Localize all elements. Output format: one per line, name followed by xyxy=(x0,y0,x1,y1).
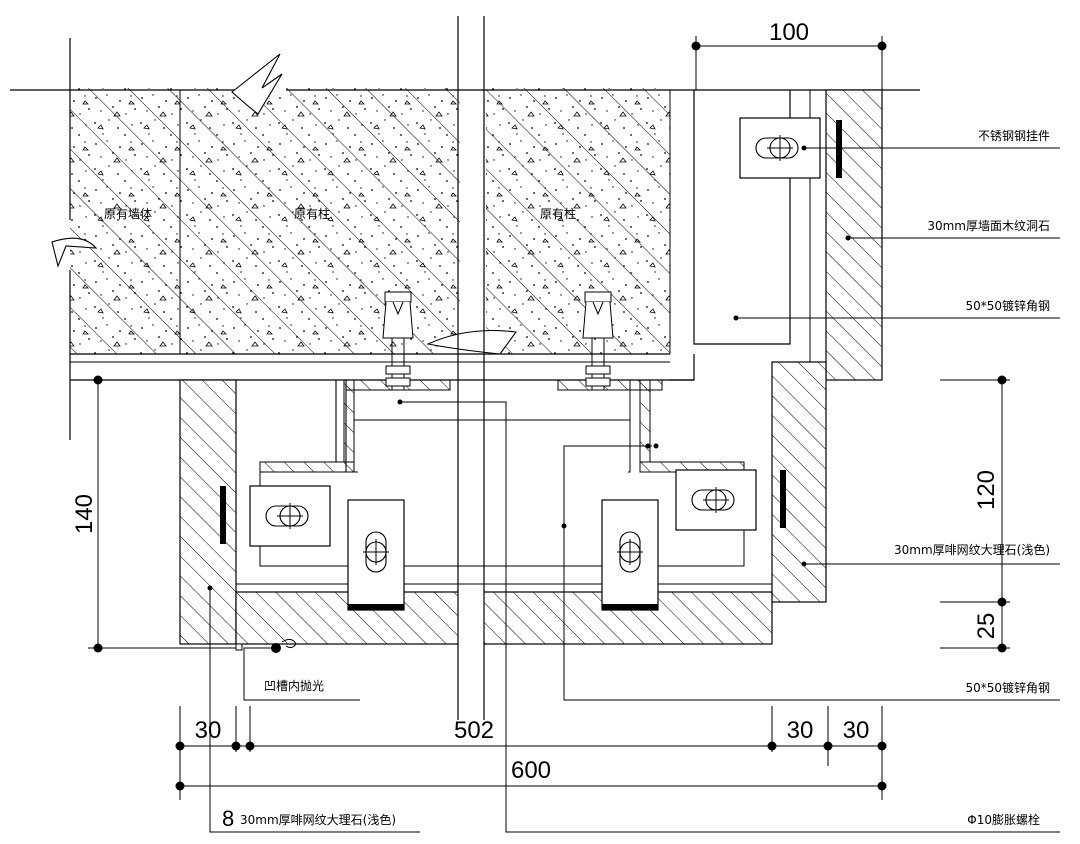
dim-30-right-b: 30 xyxy=(843,717,870,744)
bracket-clamp-bottom-left xyxy=(348,604,404,610)
bracket-clamp-right xyxy=(780,470,786,528)
label-marble-right: 30mm厚啡网纹大理石(浅色) xyxy=(894,543,1050,557)
label-wall-travertine: 30mm厚墙面木纹洞石 xyxy=(927,219,1050,233)
label-existing-wall: 原有墙体 xyxy=(104,207,152,221)
label-angle-steel-top: 50*50镀锌角钢 xyxy=(965,299,1050,313)
bracket-bottom-left xyxy=(347,499,405,611)
label-marble-bottom-prefix: 8 xyxy=(222,806,234,831)
bracket-clamp-bottom-right xyxy=(602,604,658,610)
dim-25: 25 xyxy=(973,613,1000,640)
dim-502: 502 xyxy=(454,717,494,744)
label-angle-steel-bottom: 50*50镀锌角钢 xyxy=(965,681,1050,695)
label-stainless-bracket: 不锈钢钢挂件 xyxy=(978,129,1050,143)
label-existing-column-2: 原有柱 xyxy=(540,206,576,221)
existing-structure xyxy=(10,38,920,440)
dim-120: 120 xyxy=(973,470,1000,510)
dimension-dots xyxy=(93,41,1007,791)
leaders xyxy=(209,147,1060,833)
dim-30-left: 30 xyxy=(195,717,222,744)
bracket-clamp-left xyxy=(220,486,226,544)
steel-frame xyxy=(259,379,745,567)
dim-140: 140 xyxy=(71,494,98,534)
leader-dots xyxy=(207,145,851,653)
right-wall-cladding xyxy=(670,89,883,603)
label-groove-polish: 凹槽内抛光 xyxy=(264,678,324,693)
label-expansion-bolt: Φ10膨胀螺栓 xyxy=(967,812,1040,827)
dim-100: 100 xyxy=(769,19,809,46)
label-marble-bottom: 30mm厚啡网纹大理石(浅色) xyxy=(240,813,396,827)
bracket-clamp-top xyxy=(836,120,842,178)
bracket-bottom-right xyxy=(601,499,659,611)
polish-mark xyxy=(281,638,297,649)
label-existing-column-1: 原有柱 xyxy=(294,206,330,221)
dim-30-right-a: 30 xyxy=(787,717,814,744)
dim-600: 600 xyxy=(511,757,551,784)
bracket-right xyxy=(675,469,757,531)
bracket-left xyxy=(249,485,331,547)
column-cladding xyxy=(179,379,773,651)
